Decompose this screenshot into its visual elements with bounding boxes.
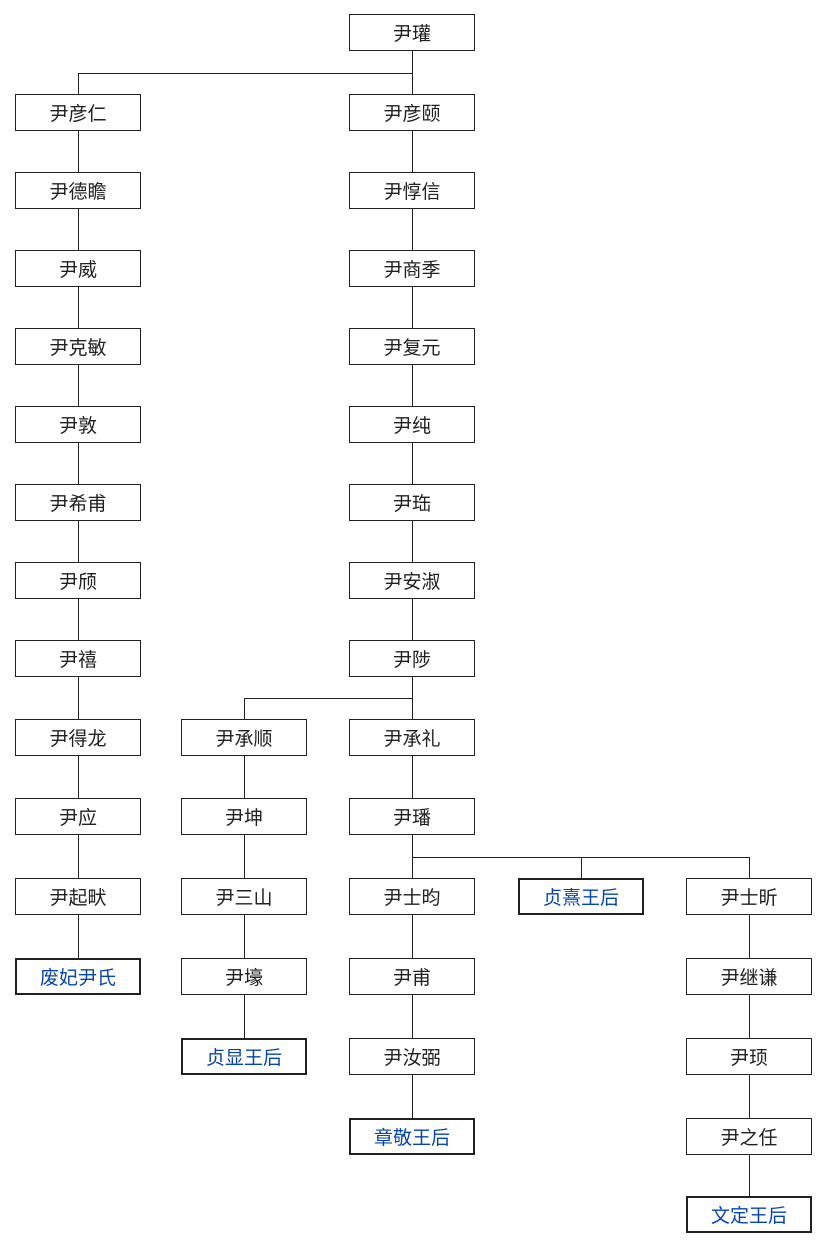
connector-line <box>749 857 750 878</box>
connector-line <box>78 365 79 406</box>
tree-node: 尹顼 <box>686 1038 812 1075</box>
connector-line <box>78 915 79 958</box>
tree-node: 尹瓘 <box>349 14 475 51</box>
connector-line <box>412 677 413 698</box>
tree-node: 尹壕 <box>181 958 307 995</box>
tree-node: 尹得龙 <box>15 719 141 756</box>
tree-node: 尹敦 <box>15 406 141 443</box>
tree-node: 尹珤 <box>349 484 475 521</box>
connector-line <box>412 443 413 484</box>
tree-node: 尹惇信 <box>349 172 475 209</box>
tree-node: 尹德瞻 <box>15 172 141 209</box>
tree-node: 尹甫 <box>349 958 475 995</box>
connector-line <box>412 365 413 406</box>
tree-node-queen[interactable]: 贞熹王后 <box>518 878 644 915</box>
connector-line <box>412 756 413 798</box>
connector-line <box>581 857 582 878</box>
tree-node: 尹彦仁 <box>15 94 141 131</box>
tree-node: 尹起畎 <box>15 878 141 915</box>
connector-line <box>412 698 413 719</box>
connector-line <box>749 915 750 958</box>
tree-node: 尹之任 <box>686 1118 812 1155</box>
connector-line <box>78 521 79 562</box>
connector-line <box>78 73 413 74</box>
connector-line <box>412 995 413 1038</box>
connector-line <box>78 756 79 798</box>
connector-line <box>244 835 245 878</box>
tree-node: 尹应 <box>15 798 141 835</box>
connector-line <box>412 73 413 94</box>
tree-node: 尹希甫 <box>15 484 141 521</box>
connector-line <box>244 915 245 958</box>
connector-line <box>78 677 79 719</box>
tree-node: 尹承顺 <box>181 719 307 756</box>
connector-line <box>244 995 245 1038</box>
tree-node: 尹三山 <box>181 878 307 915</box>
connector-line <box>749 1075 750 1118</box>
connector-line <box>412 209 413 250</box>
tree-node-queen[interactable]: 废妃尹氏 <box>15 958 141 995</box>
connector-line <box>78 443 79 484</box>
connector-line <box>412 521 413 562</box>
tree-node: 尹士昀 <box>349 878 475 915</box>
tree-node: 尹继谦 <box>686 958 812 995</box>
connector-line <box>412 599 413 640</box>
tree-node-queen[interactable]: 贞显王后 <box>181 1038 307 1075</box>
tree-node: 尹汝弼 <box>349 1038 475 1075</box>
connector-line <box>412 1075 413 1118</box>
tree-node: 尹克敏 <box>15 328 141 365</box>
connector-line <box>749 1155 750 1196</box>
tree-node: 尹坤 <box>181 798 307 835</box>
connector-line <box>412 857 413 878</box>
tree-node: 尹承礼 <box>349 719 475 756</box>
connector-line <box>412 915 413 958</box>
connector-line <box>78 599 79 640</box>
connector-line <box>78 209 79 250</box>
tree-node: 尹复元 <box>349 328 475 365</box>
connector-line <box>412 131 413 172</box>
connector-line <box>749 995 750 1038</box>
tree-node: 尹禧 <box>15 640 141 677</box>
tree-node: 尹颀 <box>15 562 141 599</box>
connector-line <box>244 698 245 719</box>
connector-line <box>412 51 413 73</box>
connector-line <box>78 287 79 328</box>
tree-node: 尹威 <box>15 250 141 287</box>
tree-node: 尹安淑 <box>349 562 475 599</box>
tree-node: 尹纯 <box>349 406 475 443</box>
connector-line <box>78 73 79 94</box>
connector-line <box>78 131 79 172</box>
connector-line <box>412 835 413 857</box>
tree-node-queen[interactable]: 文定王后 <box>686 1196 812 1233</box>
tree-node: 尹彦颐 <box>349 94 475 131</box>
tree-node: 尹士昕 <box>686 878 812 915</box>
tree-node: 尹商季 <box>349 250 475 287</box>
connector-line <box>244 698 413 699</box>
connector-line <box>78 835 79 878</box>
connector-line <box>412 287 413 328</box>
tree-node: 尹陟 <box>349 640 475 677</box>
tree-node: 尹璠 <box>349 798 475 835</box>
tree-node-queen[interactable]: 章敬王后 <box>349 1118 475 1155</box>
connector-line <box>244 756 245 798</box>
